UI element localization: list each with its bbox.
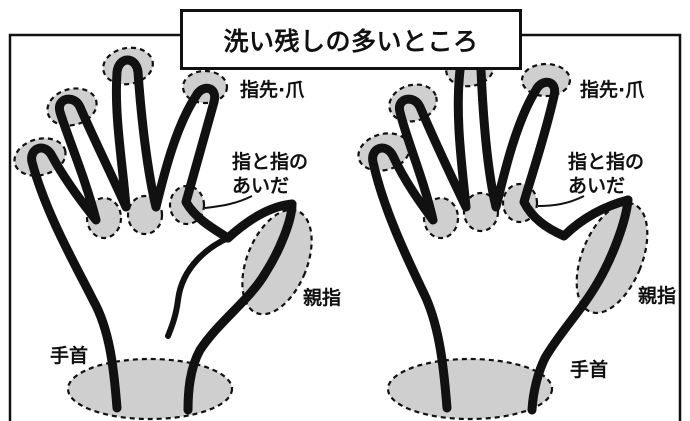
right-label-between-fingers-line1: 指と指の — [568, 150, 644, 174]
right-label-fingertip-nail: 指先·爪 — [580, 78, 644, 102]
right-label-wrist: 手首 — [570, 358, 608, 382]
right-label-thumb: 親指 — [638, 284, 676, 308]
right-wrist-area — [388, 359, 552, 419]
right-label-between-fingers: 指と指の あいだ — [568, 150, 644, 198]
right-hand — [354, 46, 661, 419]
left-label-between-fingers-line1: 指と指の — [232, 150, 308, 174]
left-label-between-fingers: 指と指の あいだ — [232, 150, 308, 198]
left-label-between-fingers-line2: あいだ — [232, 174, 308, 198]
left-label-wrist: 手首 — [50, 344, 88, 368]
page-title: 洗い残しの多いところ — [223, 22, 478, 58]
right-label-between-fingers-line2: あいだ — [568, 174, 644, 198]
left-fingertip-middle — [100, 44, 155, 88]
title-box: 洗い残しの多いところ — [180, 9, 522, 70]
left-label-thumb: 親指 — [303, 286, 341, 310]
left-label-fingertip-nail: 指先·爪 — [240, 78, 304, 102]
left-wrist-area — [68, 359, 232, 419]
